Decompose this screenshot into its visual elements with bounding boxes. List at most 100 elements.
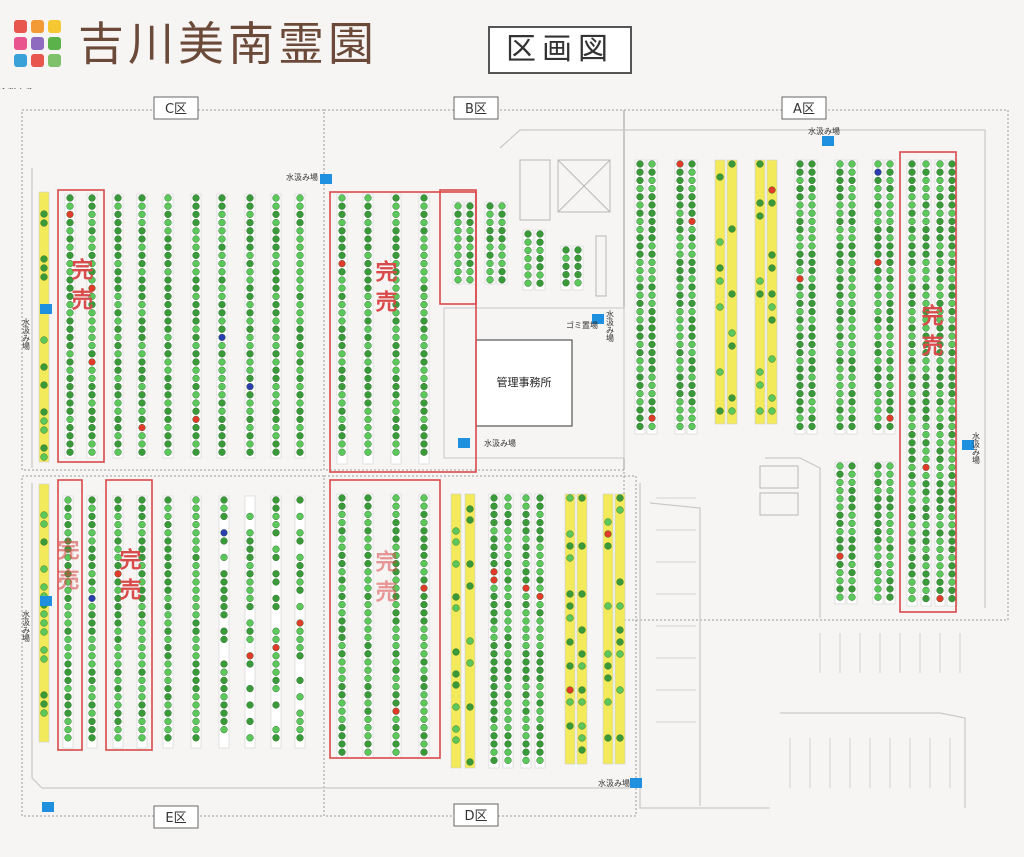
grave-plot[interactable] [364,333,372,342]
grave-plot[interactable] [836,349,844,357]
grave-plot[interactable] [836,193,844,201]
grave-plot[interactable] [836,560,844,569]
grave-plot[interactable] [716,264,724,272]
grave-plot[interactable] [296,407,304,415]
grave-plot[interactable] [676,217,684,226]
grave-plot[interactable] [796,332,804,340]
grave-plot[interactable] [536,255,544,263]
grave-plot[interactable] [636,324,644,332]
grave-plot[interactable] [490,510,498,519]
grave-plot[interactable] [808,373,816,381]
grave-plot[interactable] [688,357,696,365]
grave-plot[interactable] [420,609,428,617]
grave-plot[interactable] [364,260,372,268]
grave-plot[interactable] [536,617,544,625]
grave-plot[interactable] [138,358,146,366]
grave-plot[interactable] [796,234,804,242]
grave-plot[interactable] [676,267,684,275]
grave-plot[interactable] [420,584,428,592]
grave-plot[interactable] [616,602,624,610]
grave-plot[interactable] [874,593,882,601]
grave-plot[interactable] [768,251,776,259]
grave-plot[interactable] [908,537,916,545]
grave-plot[interactable] [114,578,122,586]
grave-plot[interactable] [420,658,428,666]
grave-plot[interactable] [364,600,372,609]
grave-plot[interactable] [922,373,930,381]
grave-plot[interactable] [364,617,372,625]
grave-plot[interactable] [246,570,254,578]
grave-plot[interactable] [636,299,644,308]
grave-plot[interactable] [796,390,804,398]
grave-plot[interactable] [504,641,512,650]
grave-plot[interactable] [908,283,916,291]
grave-plot[interactable] [164,432,172,440]
grave-plot[interactable] [504,527,512,535]
grave-plot[interactable] [522,699,530,707]
grave-plot[interactable] [88,709,96,717]
grave-plot[interactable] [768,394,776,402]
grave-plot[interactable] [688,332,696,340]
grave-plot[interactable] [218,432,226,440]
grave-plot[interactable] [636,308,644,316]
grave-plot[interactable] [566,494,574,502]
grave-plot[interactable] [768,199,776,207]
grave-plot[interactable] [522,551,530,560]
grave-plot[interactable] [114,602,122,611]
grave-plot[interactable] [88,260,96,268]
grave-plot[interactable] [848,373,856,381]
grave-plot[interactable] [948,529,956,537]
grave-plot[interactable] [848,511,856,519]
grave-plot[interactable] [490,551,498,560]
grave-plot[interactable] [498,210,506,218]
grave-plot[interactable] [296,383,304,391]
grave-plot[interactable] [908,595,916,603]
grave-plot[interactable] [164,383,172,391]
grave-plot[interactable] [936,267,944,275]
grave-plot[interactable] [246,537,254,545]
grave-plot[interactable] [296,676,304,685]
grave-plot[interactable] [114,399,122,407]
grave-plot[interactable] [420,268,428,276]
grave-plot[interactable] [246,366,254,374]
grave-plot[interactable] [874,577,882,585]
grave-plot[interactable] [536,510,544,519]
grave-plot[interactable] [452,703,460,711]
grave-plot[interactable] [796,422,804,431]
grave-plot[interactable] [296,260,304,268]
grave-plot[interactable] [138,627,146,635]
grave-plot[interactable] [886,487,894,495]
grave-plot[interactable] [490,568,498,576]
grave-plot[interactable] [420,641,428,650]
grave-plot[interactable] [688,283,696,291]
grave-plot[interactable] [874,422,882,431]
grave-plot[interactable] [504,617,512,625]
grave-plot[interactable] [836,495,844,503]
grave-plot[interactable] [164,643,172,652]
grave-plot[interactable] [948,234,956,242]
grave-plot[interactable] [922,554,930,562]
grave-plot[interactable] [138,374,146,383]
grave-plot[interactable] [88,276,96,284]
grave-plot[interactable] [272,725,280,734]
grave-plot[interactable] [948,463,956,472]
grave-plot[interactable] [296,643,304,652]
grave-plot[interactable] [88,391,96,399]
grave-plot[interactable] [66,251,74,260]
grave-plot[interactable] [936,390,944,398]
grave-plot[interactable] [922,242,930,250]
grave-plot[interactable] [836,390,844,398]
grave-plot[interactable] [392,448,400,456]
grave-plot[interactable] [874,201,882,209]
grave-plot[interactable] [246,243,254,251]
grave-plot[interactable] [88,652,96,660]
grave-plot[interactable] [648,390,656,398]
grave-plot[interactable] [88,643,96,652]
grave-plot[interactable] [88,292,96,301]
grave-plot[interactable] [848,349,856,357]
grave-plot[interactable] [504,625,512,633]
grave-plot[interactable] [716,173,724,181]
grave-plot[interactable] [420,674,428,683]
grave-plot[interactable] [218,292,226,301]
grave-plot[interactable] [676,324,684,332]
